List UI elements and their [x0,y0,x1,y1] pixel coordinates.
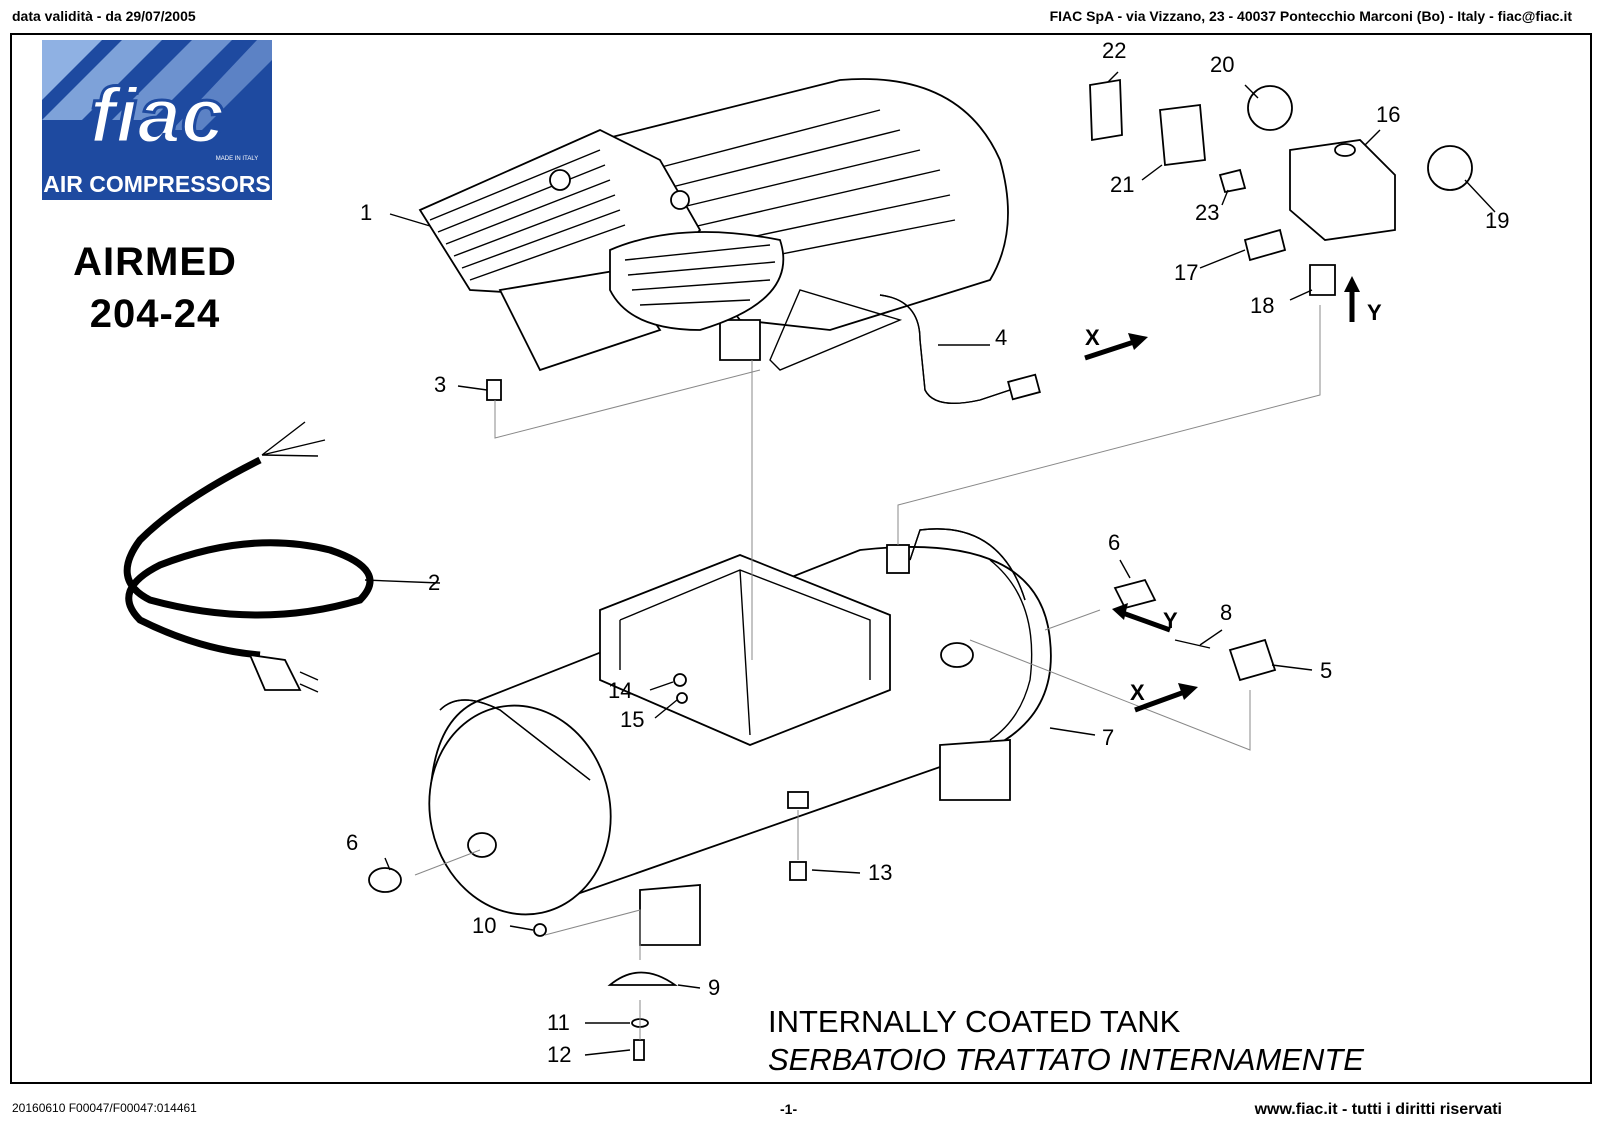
callout-5: 5 [1320,658,1332,683]
callout-19: 19 [1485,208,1509,233]
tank-note-english: INTERNALLY COATED TANK [768,1004,1181,1039]
callout-2: 2 [428,570,440,595]
callout-21: 21 [1110,172,1134,197]
callout-20: 20 [1210,52,1234,77]
page-number: -1- [780,1101,798,1117]
air-tank [428,528,1052,946]
logo-brand: fiac [90,71,224,159]
company-address: FIAC SpA - via Vizzano, 23 - 40037 Ponte… [1049,8,1572,24]
compressor-pump-unit [418,78,1009,372]
leader-lines [364,71,1496,1056]
callout-23: 23 [1195,200,1219,225]
connector-x-lower: X [1130,680,1145,705]
pressure-switch-group [1089,78,1473,682]
tank-note-italian: SERBATOIO TRATTATO INTERNAMENTE [768,1042,1364,1077]
delivery-tube [879,294,1011,405]
document-code: 20160610 F00047/F00047:014461 [12,1101,197,1115]
assembly-lines [414,305,1321,1040]
callout-8: 8 [1220,600,1232,625]
callout-9: 9 [708,975,720,1000]
callout-1: 1 [360,200,372,225]
fiac-logo: fiac MADE IN ITALY AIR COMPRESSORS [42,40,272,200]
callout-22: 22 [1102,38,1126,63]
callout-12: 12 [547,1042,571,1067]
callout-15: 15 [620,707,644,732]
callout-11: 11 [547,1010,570,1035]
connector-x-upper: X [1085,325,1100,350]
callout-3: 3 [434,372,446,397]
callout-4: 4 [995,325,1007,350]
callout-16: 16 [1376,102,1400,127]
callout-13: 13 [868,860,892,885]
callout-17: 17 [1174,260,1198,285]
callout-7: 7 [1102,725,1114,750]
connection-arrows [1084,276,1360,713]
hardware [368,379,809,1061]
power-cable [123,421,374,693]
callout-6-top: 6 [1108,530,1120,555]
logo-subtitle: AIR COMPRESSORS [43,171,270,197]
validity-date: data validità - da 29/07/2005 [12,8,196,24]
drawing-frame [10,33,1592,1084]
model-name: AIRMED [73,240,237,284]
logo-tagline: MADE IN ITALY [216,156,258,162]
callout-10: 10 [472,913,496,938]
callout-18: 18 [1250,293,1274,318]
callout-14: 14 [608,678,632,703]
callout-6-bottom: 6 [346,830,358,855]
connector-y-upper: Y [1367,300,1382,325]
website-link[interactable]: www.fiac.it - tutti i diritti riservati [1254,1101,1502,1118]
connector-y-lower: Y [1163,608,1178,633]
model-number: 204-24 [89,292,221,336]
